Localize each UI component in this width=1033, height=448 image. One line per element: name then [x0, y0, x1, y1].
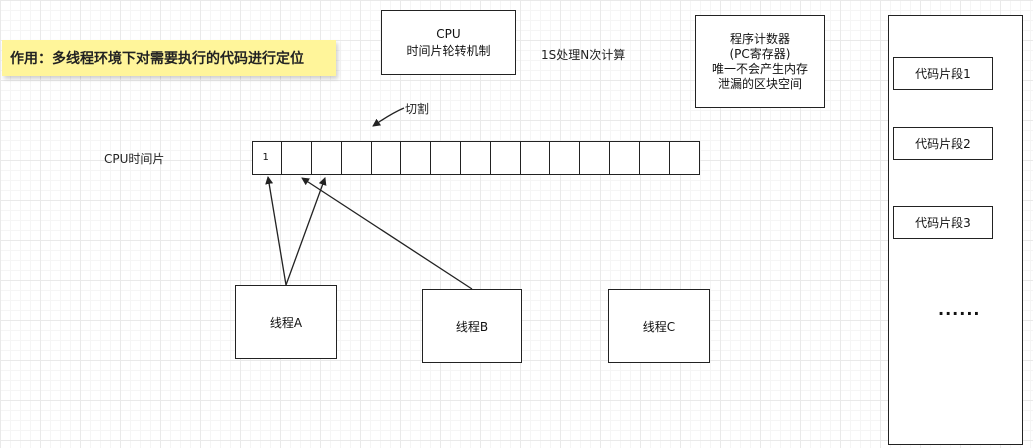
time-slice — [311, 141, 343, 175]
cut-label: 切割 — [405, 102, 430, 116]
thread-a-arrow-1 — [265, 176, 287, 286]
program-counter-box: 程序计数器 (PC寄存器) 唯一不会产生内存 泄漏的区块空间 — [695, 15, 825, 108]
cpu-title: CPU — [436, 26, 461, 41]
pc-note-line1: 唯一不会产生内存 — [711, 61, 808, 76]
time-slice — [668, 141, 700, 175]
thread-a-arrow-2 — [285, 177, 327, 286]
purpose-note-text: 作用：多线程环境下对需要执行的代码进行定位 — [10, 51, 304, 67]
cpu-box: CPU 时间片轮转机制 — [381, 10, 516, 75]
pc-note-line2: 泄漏的区块空间 — [717, 76, 802, 91]
thread-b-arrow — [301, 177, 473, 290]
code-segment-2: 代码片段2 — [893, 127, 993, 160]
rate-label: 1S处理N次计算 — [541, 48, 626, 62]
time-slice-bar: 1 — [251, 141, 700, 175]
thread-c-label: 线程C — [642, 319, 676, 334]
cpu-slice-label: CPU时间片 — [104, 152, 165, 166]
time-slice: 1 — [251, 141, 283, 175]
cut-arrow — [372, 107, 405, 127]
code-segment-1: 代码片段1 — [893, 57, 993, 90]
thread-c-box: 线程C — [608, 289, 710, 363]
time-slice — [281, 141, 313, 175]
thread-b-box: 线程B — [422, 289, 522, 363]
cpu-subtitle: 时间片轮转机制 — [406, 43, 491, 58]
code-segment-3: 代码片段3 — [893, 206, 993, 239]
thread-b-label: 线程B — [455, 319, 489, 334]
thread-a-box: 线程A — [235, 285, 337, 359]
thread-a-label: 线程A — [269, 315, 303, 330]
time-slice — [460, 141, 492, 175]
time-slice — [638, 141, 671, 175]
purpose-note: 作用：多线程环境下对需要执行的代码进行定位 — [2, 40, 336, 76]
pc-title: 程序计数器 — [729, 31, 790, 46]
time-slice — [549, 141, 581, 175]
time-slice — [370, 141, 402, 175]
pc-subtitle: (PC寄存器) — [729, 46, 791, 61]
time-slice — [430, 141, 462, 175]
time-slice — [489, 141, 522, 175]
time-slice — [340, 141, 373, 175]
more-segments-ellipsis: ...... — [938, 300, 981, 319]
